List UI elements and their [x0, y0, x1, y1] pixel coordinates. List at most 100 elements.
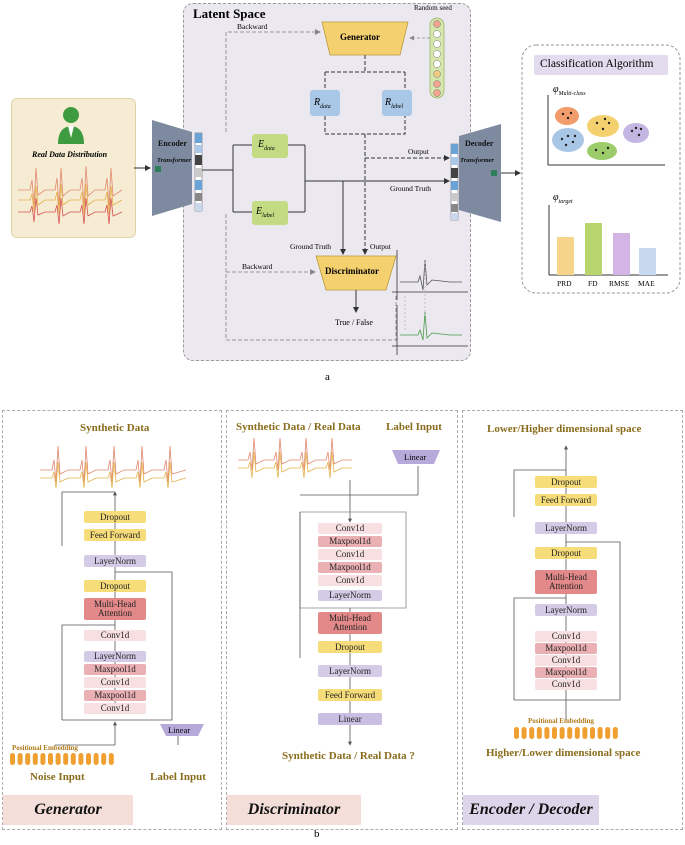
- disc-conv1d-1: Conv1d: [318, 523, 382, 534]
- decoder-transformer-label: Transformer: [460, 157, 495, 164]
- e-label-label: Elabel: [256, 206, 275, 219]
- metric-bar: [585, 223, 602, 275]
- classification-title: Classification Algorithm: [540, 58, 654, 70]
- metric-bars: [557, 223, 656, 275]
- output-mid-label: Output: [370, 242, 391, 251]
- disc-question: Synthetic Data / Real Data ?: [282, 750, 415, 762]
- gen-positional-label: Positional Embedding: [12, 744, 78, 752]
- disc-label-input: Label Input: [386, 421, 442, 433]
- disc-dropout: Dropout: [318, 641, 382, 653]
- disc-feed-forward: Feed Forward: [318, 689, 382, 701]
- top-diagram-lines: [18, 17, 681, 355]
- generator-shape: [321, 21, 409, 56]
- encdec-panel-label: Encoder / Decoder: [463, 795, 599, 825]
- encdec-title: Lower/Higher dimensional space: [487, 423, 642, 435]
- e-data-label: Edata: [258, 139, 275, 152]
- encoder-token-icon: [155, 166, 161, 172]
- encdec-dropout-mid: Dropout: [535, 547, 597, 559]
- latent-space-region: [183, 3, 471, 361]
- disc-maxpool1d-2: Maxpool1d: [318, 562, 382, 573]
- disc-title: Synthetic Data / Real Data: [236, 421, 361, 433]
- encdec-multi-head-attention: Multi-Head Attention: [535, 570, 597, 594]
- r-label-label: Rlabel: [385, 97, 404, 110]
- backward-top-label: Backward: [237, 22, 268, 31]
- disc-conv1d-2: Conv1d: [318, 549, 382, 560]
- generator-panel-label: Generator: [3, 795, 133, 825]
- caption-a: a: [325, 371, 330, 383]
- gen-dropout-mid: Dropout: [84, 580, 146, 592]
- multi-class-cluster-plot: [547, 95, 665, 166]
- caption-b: b: [314, 828, 320, 840]
- discriminator-shape: [315, 255, 397, 291]
- user-icon: [55, 104, 87, 146]
- generator-label: Generator: [340, 32, 380, 42]
- gen-layernorm-low: LayerNorm: [84, 651, 146, 662]
- disc-linear-top-label: Linear: [404, 452, 427, 462]
- generator-title: Synthetic Data: [80, 422, 150, 434]
- e-label-box: [252, 201, 288, 225]
- encdec-dropout-top: Dropout: [535, 476, 597, 488]
- encoder-latent-column: [194, 132, 203, 212]
- output-waveform-plot: [392, 250, 468, 355]
- encdec-maxpool1d-2: Maxpool1d: [535, 667, 597, 678]
- encdec-conv1d-3: Conv1d: [535, 679, 597, 690]
- encdec-feed-forward: Feed Forward: [535, 494, 597, 506]
- decoder-token-icon: [491, 170, 497, 176]
- gen-dropout-top: Dropout: [84, 511, 146, 523]
- decoder-block: [459, 124, 501, 222]
- metric-label-mae: MAE: [638, 279, 655, 288]
- classification-region: [521, 44, 681, 294]
- r-data-box: [310, 90, 340, 116]
- encoder-block: [152, 120, 192, 216]
- encdec-bottom-label: Higher/Lower dimensional space: [486, 747, 641, 759]
- disc-maxpool1d-1: Maxpool1d: [318, 536, 382, 547]
- metric-bar: [557, 237, 574, 275]
- output-top-label: Output: [408, 147, 429, 156]
- encdec-conv1d-1: Conv1d: [535, 631, 597, 642]
- encdec-positional-label: Positional Embedding: [528, 717, 594, 725]
- gen-multi-head-attention: Multi-Head Attention: [84, 598, 146, 620]
- disc-linear-bottom: Linear: [318, 713, 382, 725]
- disc-multi-head-attention: Multi-Head Attention: [318, 612, 382, 634]
- gen-conv1d-3: Conv1d: [84, 703, 146, 714]
- r-data-label: Rdata: [314, 97, 331, 110]
- encdec-conv1d-2: Conv1d: [535, 655, 597, 666]
- gen-conv1d-1: Conv1d: [84, 630, 146, 641]
- encdec-layernorm-top: LayerNorm: [535, 522, 597, 534]
- disc-conv1d-3: Conv1d: [318, 575, 382, 586]
- metric-label-rmse: RMSE: [609, 279, 630, 288]
- latent-space-title: Latent Space: [193, 6, 266, 21]
- disc-layernorm-2: LayerNorm: [318, 665, 382, 677]
- gen-feed-forward: Feed Forward: [84, 529, 146, 541]
- generator-panel: [2, 410, 222, 830]
- disc-layernorm-1: LayerNorm: [318, 590, 382, 601]
- decoder-latent-column: [450, 143, 459, 221]
- gen-label-input: Label Input: [150, 771, 206, 783]
- phi-multi-label: φMulti-class: [553, 84, 586, 97]
- backward-mid-label: Backward: [242, 262, 273, 271]
- ecg-signal-real: [18, 165, 123, 225]
- encdec-layernorm-mid: LayerNorm: [535, 604, 597, 616]
- encoder-label: Encoder: [158, 139, 187, 148]
- ground-truth-mid-label: Ground Truth: [290, 242, 332, 251]
- metric-label-fd: FD: [588, 279, 598, 288]
- random-seed-label: Random seed: [414, 4, 452, 12]
- real-data-label: Real Data Distribution: [32, 150, 108, 159]
- r-label-box: [382, 90, 412, 116]
- gen-conv1d-2: Conv1d: [84, 677, 146, 688]
- discriminator-panel-label: Discriminator: [227, 795, 361, 825]
- gen-layernorm-top: LayerNorm: [84, 555, 146, 567]
- gen-noise-input: Noise Input: [30, 771, 85, 783]
- true-false-label: True / False: [335, 318, 373, 327]
- metric-bar: [639, 248, 656, 275]
- encoder-transformer-label: Transformer: [157, 157, 192, 164]
- encdec-maxpool1d-1: Maxpool1d: [535, 643, 597, 654]
- metric-label-prd: PRD: [557, 279, 572, 288]
- gen-maxpool1d-2: Maxpool1d: [84, 690, 146, 701]
- discriminator-label: Discriminator: [325, 266, 379, 276]
- phi-target-label: φtarget: [553, 192, 573, 205]
- metric-bar: [613, 233, 630, 275]
- decoder-label: Decoder: [465, 139, 494, 148]
- discriminator-panel: [226, 410, 458, 830]
- encdec-panel: [462, 410, 683, 830]
